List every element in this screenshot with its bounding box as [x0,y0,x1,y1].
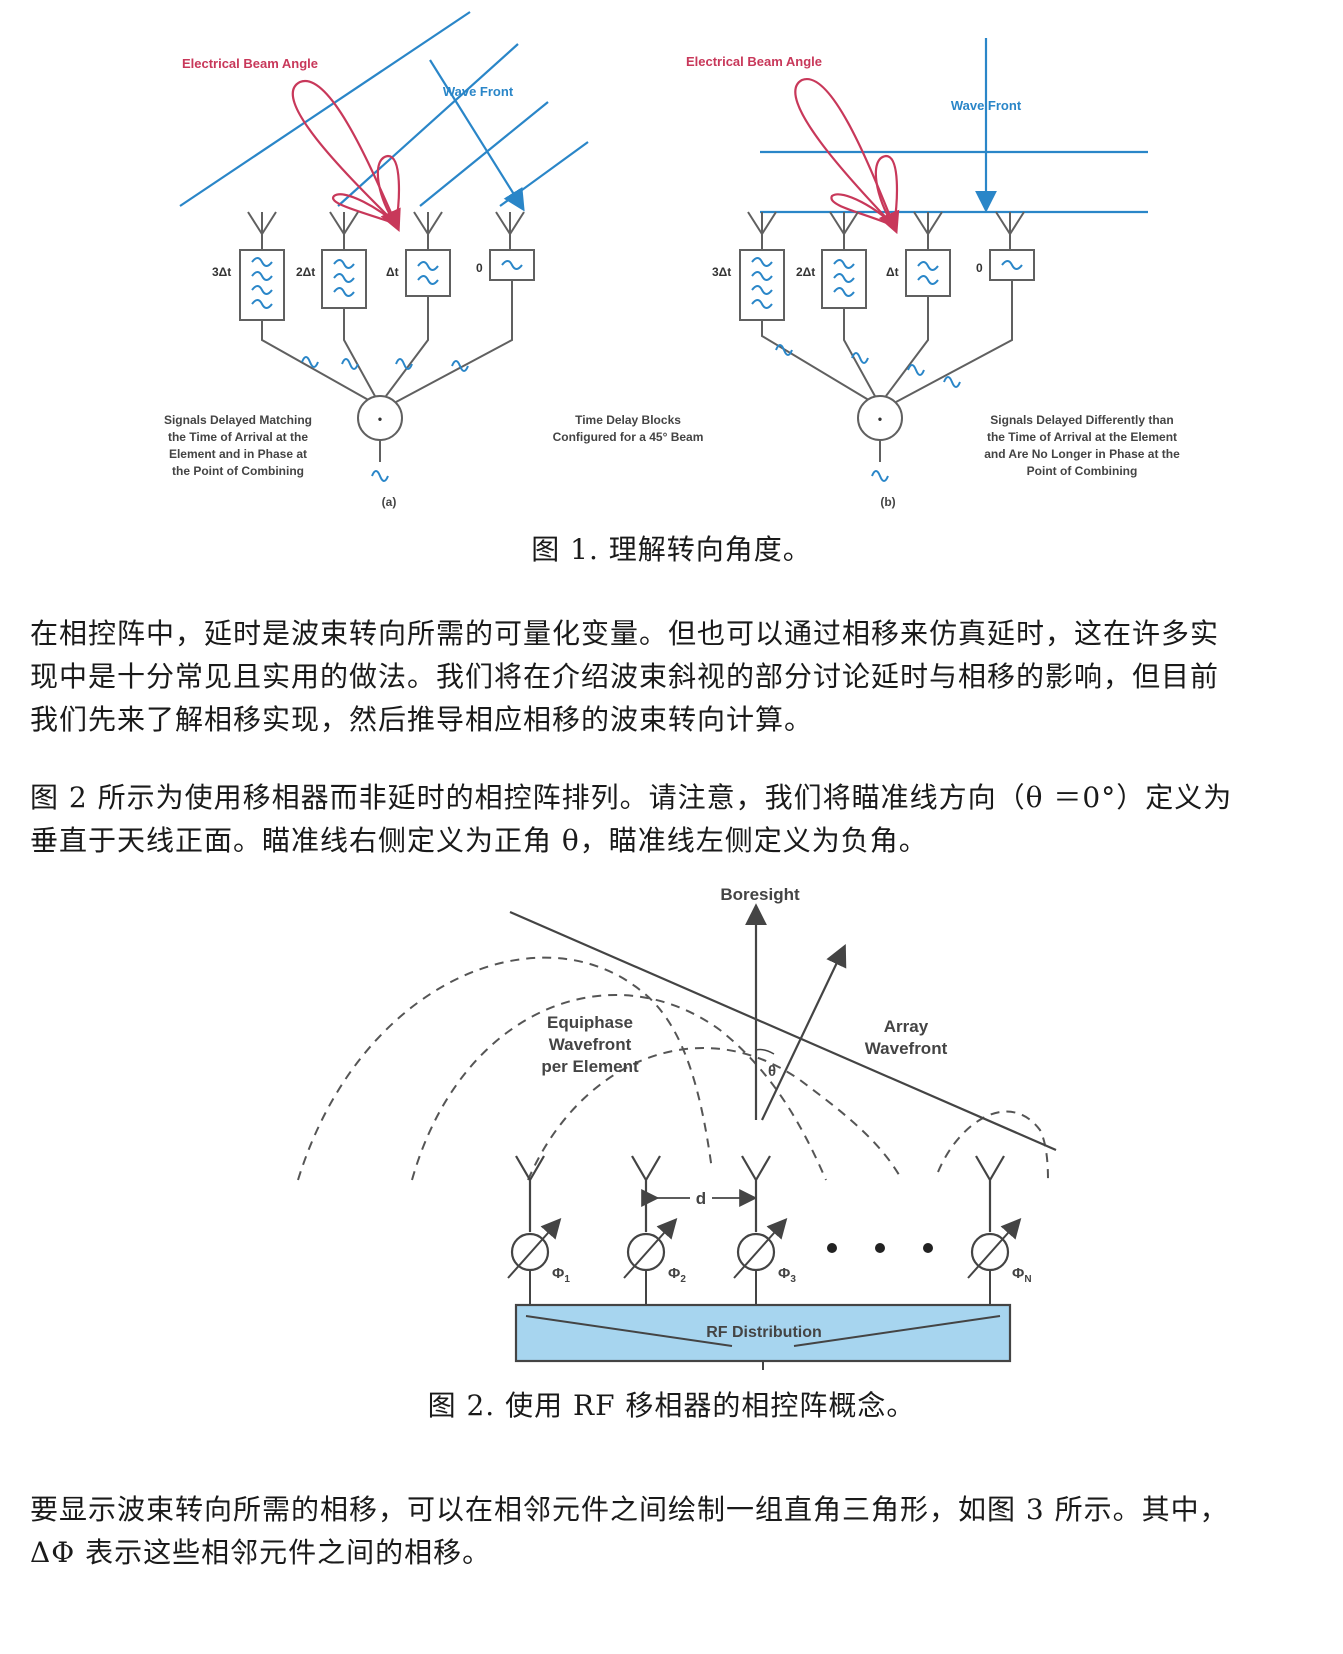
svg-text:the Point of Combining: the Point of Combining [172,464,304,478]
delay-label: Δt [886,265,899,279]
wavefront-lines [760,38,1148,214]
svg-text:the Time of Arrival at the Ele: the Time of Arrival at the Element [987,430,1177,444]
delay-label: 0 [476,261,483,275]
phase-shifter-arrows [507,1218,1022,1305]
svg-text:Wavefront: Wavefront [865,1039,948,1058]
equiphase-wavefronts [297,956,1049,1181]
theta-arc [755,1048,775,1055]
figure-2: Boresight Equiphase Wavefront per Elemen… [297,885,1057,1370]
combiner [261,280,513,462]
sine-icon [775,344,961,482]
figure-1: Electrical Beam Angle Wave Front 3Δt 2Δt… [164,11,1180,509]
array-wavefront-line [509,910,1057,1152]
theta-label: θ [768,1063,776,1080]
svg-text:Wavefront: Wavefront [549,1035,632,1054]
phase-shifter-icon [510,1232,1010,1272]
antenna-icon [747,211,1025,250]
center-note: Time Delay Blocks Configured for a 45° B… [553,413,704,444]
figure-1-caption: 图 1. 理解转向角度。 [531,533,812,566]
svg-text:Element and in Phase at: Element and in Phase at [169,447,307,461]
sublabel-b: (b) [880,495,895,509]
paragraph-1: 在相控阵中，延时是波束转向所需的可量化变量。但也可以通过相移来仿真延时，这在许多… [30,612,1320,741]
figure-2-caption: 图 2. 使用 RF 移相器的相控阵概念。 [427,1389,916,1422]
antenna-icon [247,211,525,250]
paragraph-line: 要显示波束转向所需的相移，可以在相邻元件之间绘制一组直角三角形，如图 3 所示。… [30,1493,1229,1526]
figure-1-panel-b: Electrical Beam Angle Wave Front 3Δt 2Δt… [686,38,1180,509]
delay-label: 2Δt [296,265,315,279]
beam-angle-label: Electrical Beam Angle [182,56,318,71]
paragraph-3: 要显示波束转向所需的相移，可以在相邻元件之间绘制一组直角三角形，如图 3 所示。… [30,1488,1320,1574]
beam-arrow [761,944,847,1121]
svg-text:Φ1: Φ1 [552,1265,570,1285]
svg-text:ΦN: ΦN [1012,1265,1032,1285]
figure-1-panel-a: Electrical Beam Angle Wave Front 3Δt 2Δt… [164,11,704,509]
wave-front-label: Wave Front [951,98,1022,113]
paragraph-line: 垂直于天线正面。瞄准线右侧定义为正角 θ，瞄准线左侧定义为负角。 [30,824,928,857]
delay-blocks [739,249,1035,321]
svg-text:and Are No Longer in Phase at: and Are No Longer in Phase at the [984,447,1180,461]
svg-text:the Time of Arrival at the: the Time of Arrival at the [168,430,308,444]
paragraph-line: 现中是十分常见且实用的做法。我们将在介绍波束斜视的部分讨论延时与相移的影响，但目… [30,660,1220,693]
beam-lobe [291,79,401,233]
svg-text:per Element: per Element [541,1057,639,1076]
rf-distribution-box [514,1303,1012,1363]
beam-lobe [794,78,900,235]
boresight-label: Boresight [720,885,800,904]
wave-front-label: Wave Front [443,84,514,99]
svg-text:Configured for a 45° Beam: Configured for a 45° Beam [553,430,704,444]
paragraph-line: ΔΦ 表示这些相邻元件之间的相移。 [30,1536,492,1569]
svg-text:Array: Array [884,1017,929,1036]
delay-label: 0 [976,261,983,275]
ellipsis-dots [827,1243,933,1253]
right-note: Signals Delayed Differently than the Tim… [984,413,1180,478]
svg-text:Φ3: Φ3 [778,1265,796,1285]
svg-text:Time Delay Blocks: Time Delay Blocks [575,413,681,427]
sine-icon [301,356,469,482]
paragraph-line: 图 2 所示为使用移相器而非延时的相控阵排列。请注意，我们将瞄准线方向（θ ＝0… [30,781,1233,814]
delay-label: 2Δt [796,265,815,279]
wavefront-lines [179,11,589,212]
delay-label: Δt [386,265,399,279]
svg-text:Point of Combining: Point of Combining [1027,464,1138,478]
phase-labels: Φ1 Φ2 Φ3 ΦN [552,1265,1032,1285]
equiphase-label: Equiphase Wavefront per Element [541,1013,639,1076]
left-note: Signals Delayed Matching the Time of Arr… [164,413,312,478]
rf-divider-lines [525,1315,1001,1347]
sine-icon [251,257,523,309]
paragraph-2: 图 2 所示为使用移相器而非延时的相控阵排列。请注意，我们将瞄准线方向（θ ＝0… [30,776,1320,862]
array-wavefront-label: Array Wavefront [865,1017,948,1058]
paragraph-line: 在相控阵中，延时是波束转向所需的可量化变量。但也可以通过相移来仿真延时，这在许多… [30,617,1220,650]
delay-label: 3Δt [212,265,231,279]
delay-label: 3Δt [712,265,731,279]
beam-angle-label: Electrical Beam Angle [686,54,822,69]
svg-text:Signals Delayed Differently th: Signals Delayed Differently than [990,413,1173,427]
sublabel-a: (a) [382,495,397,509]
svg-text:Signals Delayed Matching: Signals Delayed Matching [164,413,312,427]
sine-icon [751,257,1023,309]
svg-text:Φ2: Φ2 [668,1265,686,1285]
combiner [761,280,1013,462]
svg-text:Equiphase: Equiphase [547,1013,633,1032]
rf-distribution-label: RF Distribution [706,1324,822,1341]
delay-blocks [239,249,535,321]
antenna-icon [515,1155,1005,1232]
spacing-label: d [696,1189,706,1208]
svg-text:•: • [878,412,882,426]
svg-text:•: • [378,412,382,426]
paragraph-line: 我们先来了解相移实现，然后推导相应相移的波束转向计算。 [30,703,814,736]
